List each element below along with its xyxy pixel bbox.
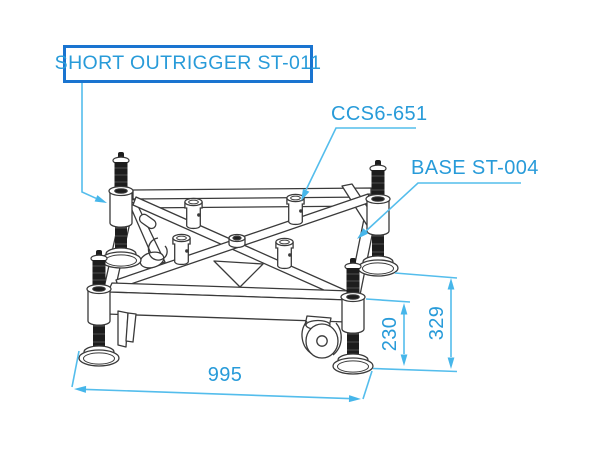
part-label-base: BASE ST-004	[411, 157, 539, 179]
caster-wheel-center	[301, 315, 342, 359]
arrowhead-329-top	[447, 278, 455, 290]
center-connector	[228, 233, 246, 249]
arrowhead-995-right	[348, 395, 361, 403]
part-label-outrigger-text: SHORT OUTRIGGER ST-011	[54, 52, 322, 75]
spigot-back-left	[184, 197, 203, 230]
dimension-329	[372, 272, 458, 373]
leader-line-base	[365, 182, 521, 232]
hanging-hook	[139, 237, 168, 269]
leader-line-coupler	[305, 127, 416, 191]
annotations	[71, 83, 521, 400]
arrowhead-outrigger	[94, 195, 107, 203]
arrowhead-base	[357, 228, 369, 239]
leader-line-outrigger	[81, 83, 97, 200]
frame-front-rail	[105, 282, 352, 323]
dimension-230	[365, 298, 411, 354]
dimension-995	[71, 350, 373, 400]
arrowhead-230-bottom	[400, 354, 408, 366]
arrowhead-coupler	[301, 188, 310, 201]
arrowhead-995-left	[74, 385, 87, 393]
side-peg	[138, 213, 157, 230]
spigot-front-left	[172, 233, 191, 266]
dimension-value-jack-height: 230	[379, 316, 401, 352]
dimension-value-total-height: 329	[426, 305, 448, 341]
dimension-value-width: 995	[207, 364, 243, 386]
spigot-front-right	[275, 237, 294, 270]
caster-front-left	[117, 310, 137, 348]
arrowheads	[74, 188, 455, 403]
base-frame	[103, 183, 381, 359]
arrowhead-329-bottom	[447, 357, 455, 369]
part-label-outrigger: SHORT OUTRIGGER ST-011	[55, 45, 321, 83]
front-gusset-plate	[213, 260, 264, 288]
arrowhead-230-top	[400, 303, 408, 315]
part-label-coupler: CCS6-651	[331, 103, 428, 125]
